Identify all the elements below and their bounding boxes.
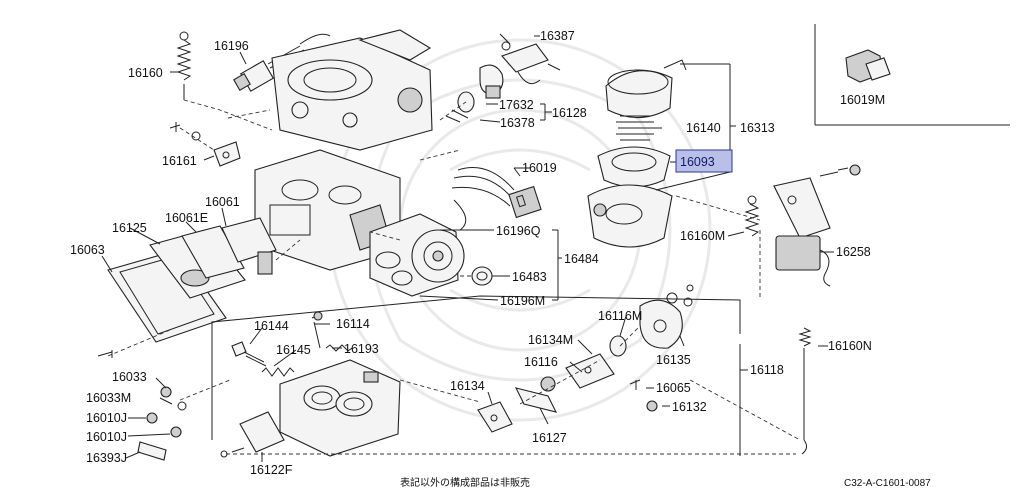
- throttle-body-lower: [279, 359, 401, 457]
- screw-16144[interactable]: [231, 341, 267, 367]
- callout-16010J-second[interactable]: 16010J: [86, 430, 127, 444]
- callout-17632[interactable]: 17632: [499, 98, 534, 112]
- callout-16160M[interactable]: 16160M: [680, 229, 725, 243]
- lever-group-16135[interactable]: [609, 284, 694, 357]
- spring-16160[interactable]: [176, 31, 192, 100]
- lever-16387[interactable]: [501, 41, 561, 85]
- callout-16033[interactable]: 16033: [112, 370, 147, 384]
- screw-16114[interactable]: [311, 311, 323, 349]
- callout-16127[interactable]: 16127: [532, 431, 567, 445]
- callout-16140[interactable]: 16140: [686, 121, 721, 135]
- callout-16061[interactable]: 16061: [205, 195, 240, 209]
- linkage-16378[interactable]: [445, 64, 504, 123]
- callout-labels: 16160 16196 16387 17632 16128 16378 1616…: [70, 29, 885, 477]
- diaphragm-16093[interactable]: [597, 146, 671, 188]
- callout-16196M[interactable]: 16196M: [500, 294, 545, 308]
- callout-16145[interactable]: 16145: [276, 343, 311, 357]
- callout-16160N[interactable]: 16160N: [828, 339, 872, 353]
- vacuum-switch-16258[interactable]: [775, 235, 831, 287]
- screw-16033[interactable]: [97, 350, 187, 411]
- callout-16193[interactable]: 16193: [344, 342, 379, 356]
- callout-16135[interactable]: 16135: [656, 353, 691, 367]
- link-16134[interactable]: [477, 401, 513, 433]
- callout-16114[interactable]: 16114: [336, 317, 370, 331]
- callout-16196[interactable]: 16196: [214, 39, 249, 53]
- callout-16483[interactable]: 16483: [512, 270, 547, 284]
- spring-16140[interactable]: [616, 115, 654, 141]
- callout-16378[interactable]: 16378: [500, 116, 535, 130]
- callout-16393J[interactable]: 16393J: [86, 451, 127, 465]
- nut-16132[interactable]: [646, 400, 658, 412]
- spring-16145[interactable]: [261, 367, 295, 377]
- bracket-with-screw: [773, 164, 861, 239]
- callout-16387[interactable]: 16387: [540, 29, 575, 43]
- callout-16116[interactable]: 16116: [524, 355, 558, 369]
- callout-16313[interactable]: 16313: [740, 121, 775, 135]
- callout-16019M-inset[interactable]: 16019M: [840, 93, 885, 107]
- plate-16122F[interactable]: [220, 411, 285, 458]
- callout-16258[interactable]: 16258: [836, 245, 871, 259]
- callout-16093-highlighted[interactable]: 16093: [680, 155, 715, 169]
- diaphragm-body: [587, 184, 673, 248]
- callout-16122F[interactable]: 16122F: [250, 463, 293, 477]
- callout-16116M[interactable]: 16116M: [598, 309, 642, 323]
- link-16127[interactable]: [514, 376, 558, 413]
- callout-16160[interactable]: 16160: [128, 66, 163, 80]
- inset-frame: [814, 24, 1010, 126]
- highlight-box-16093: [675, 149, 733, 173]
- assembly-guide-lines: [107, 99, 801, 455]
- callout-16134[interactable]: 16134: [450, 379, 485, 393]
- choke-housing-assembly[interactable]: [369, 213, 465, 297]
- callout-16033M[interactable]: 16033M: [86, 391, 131, 405]
- solenoid-16196[interactable]: [233, 33, 331, 92]
- callout-16061E[interactable]: 16061E: [165, 211, 208, 225]
- carburetor-upper-body: [271, 29, 433, 151]
- plate-16393J[interactable]: [137, 441, 167, 461]
- callout-16125[interactable]: 16125: [112, 221, 147, 235]
- callout-16144[interactable]: 16144: [254, 319, 289, 333]
- ring-16483[interactable]: [471, 266, 493, 286]
- callout-16063[interactable]: 16063: [70, 243, 105, 257]
- watermark-emblem: [328, 38, 712, 422]
- screw-16010J[interactable]: [146, 412, 182, 438]
- callout-16019[interactable]: 16019: [522, 161, 557, 175]
- connector-16019M[interactable]: [845, 49, 891, 83]
- screw-16065[interactable]: [629, 379, 641, 390]
- bracket-16161[interactable]: [169, 122, 241, 167]
- callout-16134M[interactable]: 16134M: [528, 333, 573, 347]
- drawing-code: C32-A-C1601-0087: [844, 478, 931, 489]
- footer-note: 表記以外の構成部品は非販売: [400, 476, 530, 489]
- diaphragm-cap-16313[interactable]: [605, 59, 687, 119]
- spring-16160M[interactable]: [744, 195, 760, 237]
- callout-16196Q[interactable]: 16196Q: [496, 224, 541, 238]
- cover-gasket-stack[interactable]: [107, 217, 277, 343]
- callout-16065[interactable]: 16065: [656, 381, 691, 395]
- rod-16160N[interactable]: [798, 327, 812, 455]
- callout-16010J[interactable]: 16010J: [86, 411, 127, 425]
- harness-16019[interactable]: [451, 167, 542, 231]
- callout-16161[interactable]: 16161: [162, 154, 197, 168]
- callout-16484[interactable]: 16484: [564, 252, 599, 266]
- callout-16118[interactable]: 16118: [750, 363, 784, 377]
- callout-16132[interactable]: 16132: [672, 400, 707, 414]
- callout-16128[interactable]: 16128: [552, 106, 587, 120]
